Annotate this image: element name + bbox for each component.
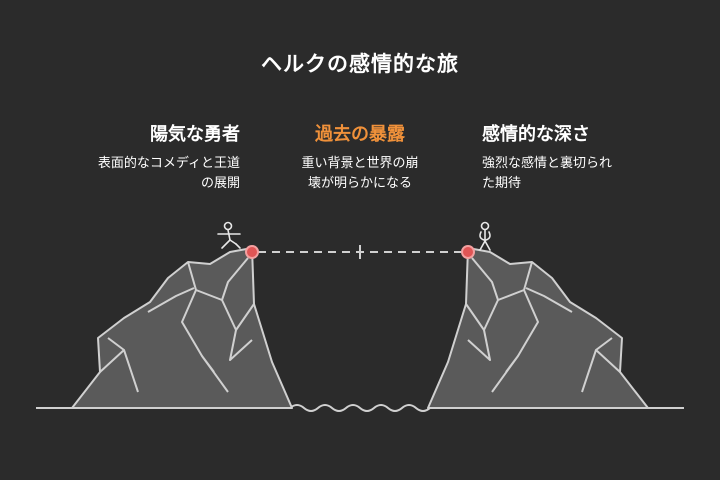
- left-endpoint-marker: [245, 245, 259, 259]
- description-line: た期待: [482, 176, 522, 191]
- description-line: 壊が明らかになる: [307, 176, 412, 191]
- right-endpoint-marker: [461, 245, 475, 259]
- stage-description-past-revealed: 重い背景と世界の崩 壊が明らかになる: [270, 154, 450, 194]
- diagram-title: ヘルクの感情的な旅: [261, 52, 459, 76]
- description-line: 重い背景と世界の崩: [301, 156, 419, 171]
- description-line: 表面的なコメディと王道: [97, 156, 240, 171]
- description-line: の展開: [200, 176, 240, 191]
- stage-heading-past-revealed: 過去の暴露: [315, 124, 405, 145]
- stage-description-cheerful-hero: 表面的なコメディと王道 の展開: [60, 154, 240, 194]
- description-line: 強烈な感情と裏切られ: [482, 156, 613, 171]
- stage-description-emotional-depth: 強烈な感情と裏切られ た期待: [482, 154, 652, 194]
- left-cliff: [71, 247, 293, 409]
- water-waves: [289, 404, 431, 412]
- right-cliff: [427, 247, 649, 409]
- stick-figure-walking-icon: [217, 221, 241, 249]
- stick-figure-standing-icon: [479, 221, 491, 251]
- stage-heading-cheerful-hero: 陽気な勇者: [150, 124, 240, 145]
- stage-heading-emotional-depth: 感情的な深さ: [482, 124, 590, 145]
